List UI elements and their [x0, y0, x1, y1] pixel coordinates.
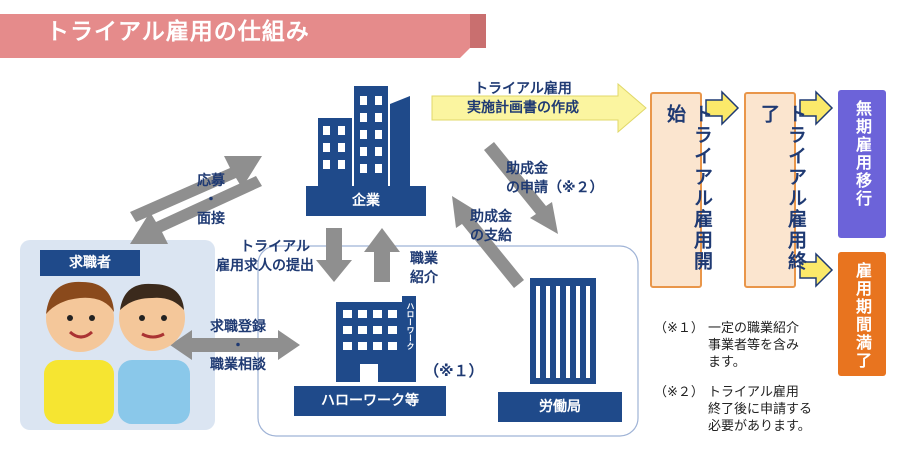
apply-label-dot: ・: [204, 192, 218, 208]
flow-arrow-1: [705, 90, 740, 126]
job-seekers-illustration: [44, 281, 190, 424]
subsidy-pay-label: 助成金 の支給: [470, 208, 512, 246]
outcome-permanent-box: 無期雇用移行: [838, 90, 886, 238]
plan-label: トライアル雇用 実施計画書の作成: [448, 80, 598, 118]
title-banner-shape: [0, 14, 470, 58]
trial-offer-line1: トライアル: [240, 239, 310, 255]
referral-line1: 職業: [410, 251, 438, 267]
subsidy-pay-line2: の支給: [470, 228, 512, 244]
job-seeker-node: 求職者: [40, 250, 140, 276]
apply-arrow-up: [130, 156, 262, 222]
subsidy-apply-line2: の申請（※２）: [506, 180, 604, 196]
plan-arrow: [431, 82, 647, 134]
labor-bureau-building-icon: [530, 278, 596, 384]
referral-arrow-up: [364, 228, 400, 282]
outcome-expiry-box: 雇用期間満了: [838, 252, 886, 376]
flow-arrow-3: [799, 252, 834, 288]
note-1-marker: （※１）: [654, 321, 704, 336]
register-arrow: [170, 330, 300, 360]
trial-end-text: トライアル雇用終了: [758, 104, 807, 272]
register-label: 求職登録 ・ 職業相談: [198, 318, 278, 375]
note-1: （※１） 一定の職業紹介 事業者等を含み ます。: [654, 320, 799, 371]
hellowork-building-icon: [336, 296, 416, 382]
trial-start-box: トライアル雇用開始: [650, 92, 713, 288]
outcome-permanent-text: 無期雇用移行: [853, 100, 872, 208]
hellowork-node: ハローワーク等: [294, 386, 446, 416]
trial-end-box: トライアル雇用終了: [744, 92, 807, 288]
plan-line2: 実施計画書の作成: [467, 100, 579, 116]
apply-arrow-down: [130, 176, 262, 244]
referral-line2: 紹介: [410, 270, 438, 286]
note-1-line2: 事業者等を含み: [708, 338, 800, 353]
apply-label-line1: 応募: [197, 173, 225, 189]
note-1-line3: ます。: [708, 355, 746, 370]
note-2-line2: 終了後に申請する: [708, 402, 813, 417]
subsidy-apply-label: 助成金 の申請（※２）: [506, 160, 604, 198]
company-node: 企業: [306, 186, 426, 216]
labor-bureau-node: 労働局: [498, 392, 622, 422]
register-line1: 求職登録: [210, 319, 266, 335]
page-title: トライアル雇用の仕組み: [46, 19, 310, 45]
subsidy-pay-arrow: [452, 196, 524, 288]
offer-arrow-down: [316, 228, 352, 282]
plan-line1: トライアル雇用: [474, 81, 572, 97]
subsidy-pay-line1: 助成金: [470, 209, 512, 225]
subsidy-apply-line1: 助成金: [506, 161, 548, 177]
note-2-line1: トライアル雇用: [708, 385, 799, 400]
register-line2: 職業相談: [210, 357, 266, 373]
trial-offer-line2: 雇用求人の提出: [216, 258, 314, 274]
register-dot: ・: [231, 338, 245, 354]
note-2-marker: （※２）: [654, 385, 704, 400]
note-2-line3: 必要があります。: [708, 419, 811, 434]
note-2: （※２） トライアル雇用 終了後に申請する 必要があります。: [654, 384, 812, 435]
trial-offer-label: トライアル 雇用求人の提出: [216, 238, 314, 276]
referral-label: 職業 紹介: [410, 250, 438, 288]
apply-label-line2: 面接: [197, 211, 225, 227]
apply-interview-label: 応募 ・ 面接: [186, 172, 236, 229]
note-1-line1: 一定の職業紹介: [708, 321, 800, 336]
outcome-expiry-text: 雇用期間満了: [853, 262, 872, 370]
company-building-icon: [318, 86, 410, 186]
flow-arrow-2: [799, 90, 834, 126]
hellowork-sign: ハローワーク: [406, 302, 415, 350]
trial-start-text: トライアル雇用開始: [664, 104, 713, 272]
title-banner-fold: [470, 14, 486, 48]
note1-marker-label: （※１）: [424, 362, 484, 380]
subsidy-apply-arrow: [484, 142, 558, 234]
